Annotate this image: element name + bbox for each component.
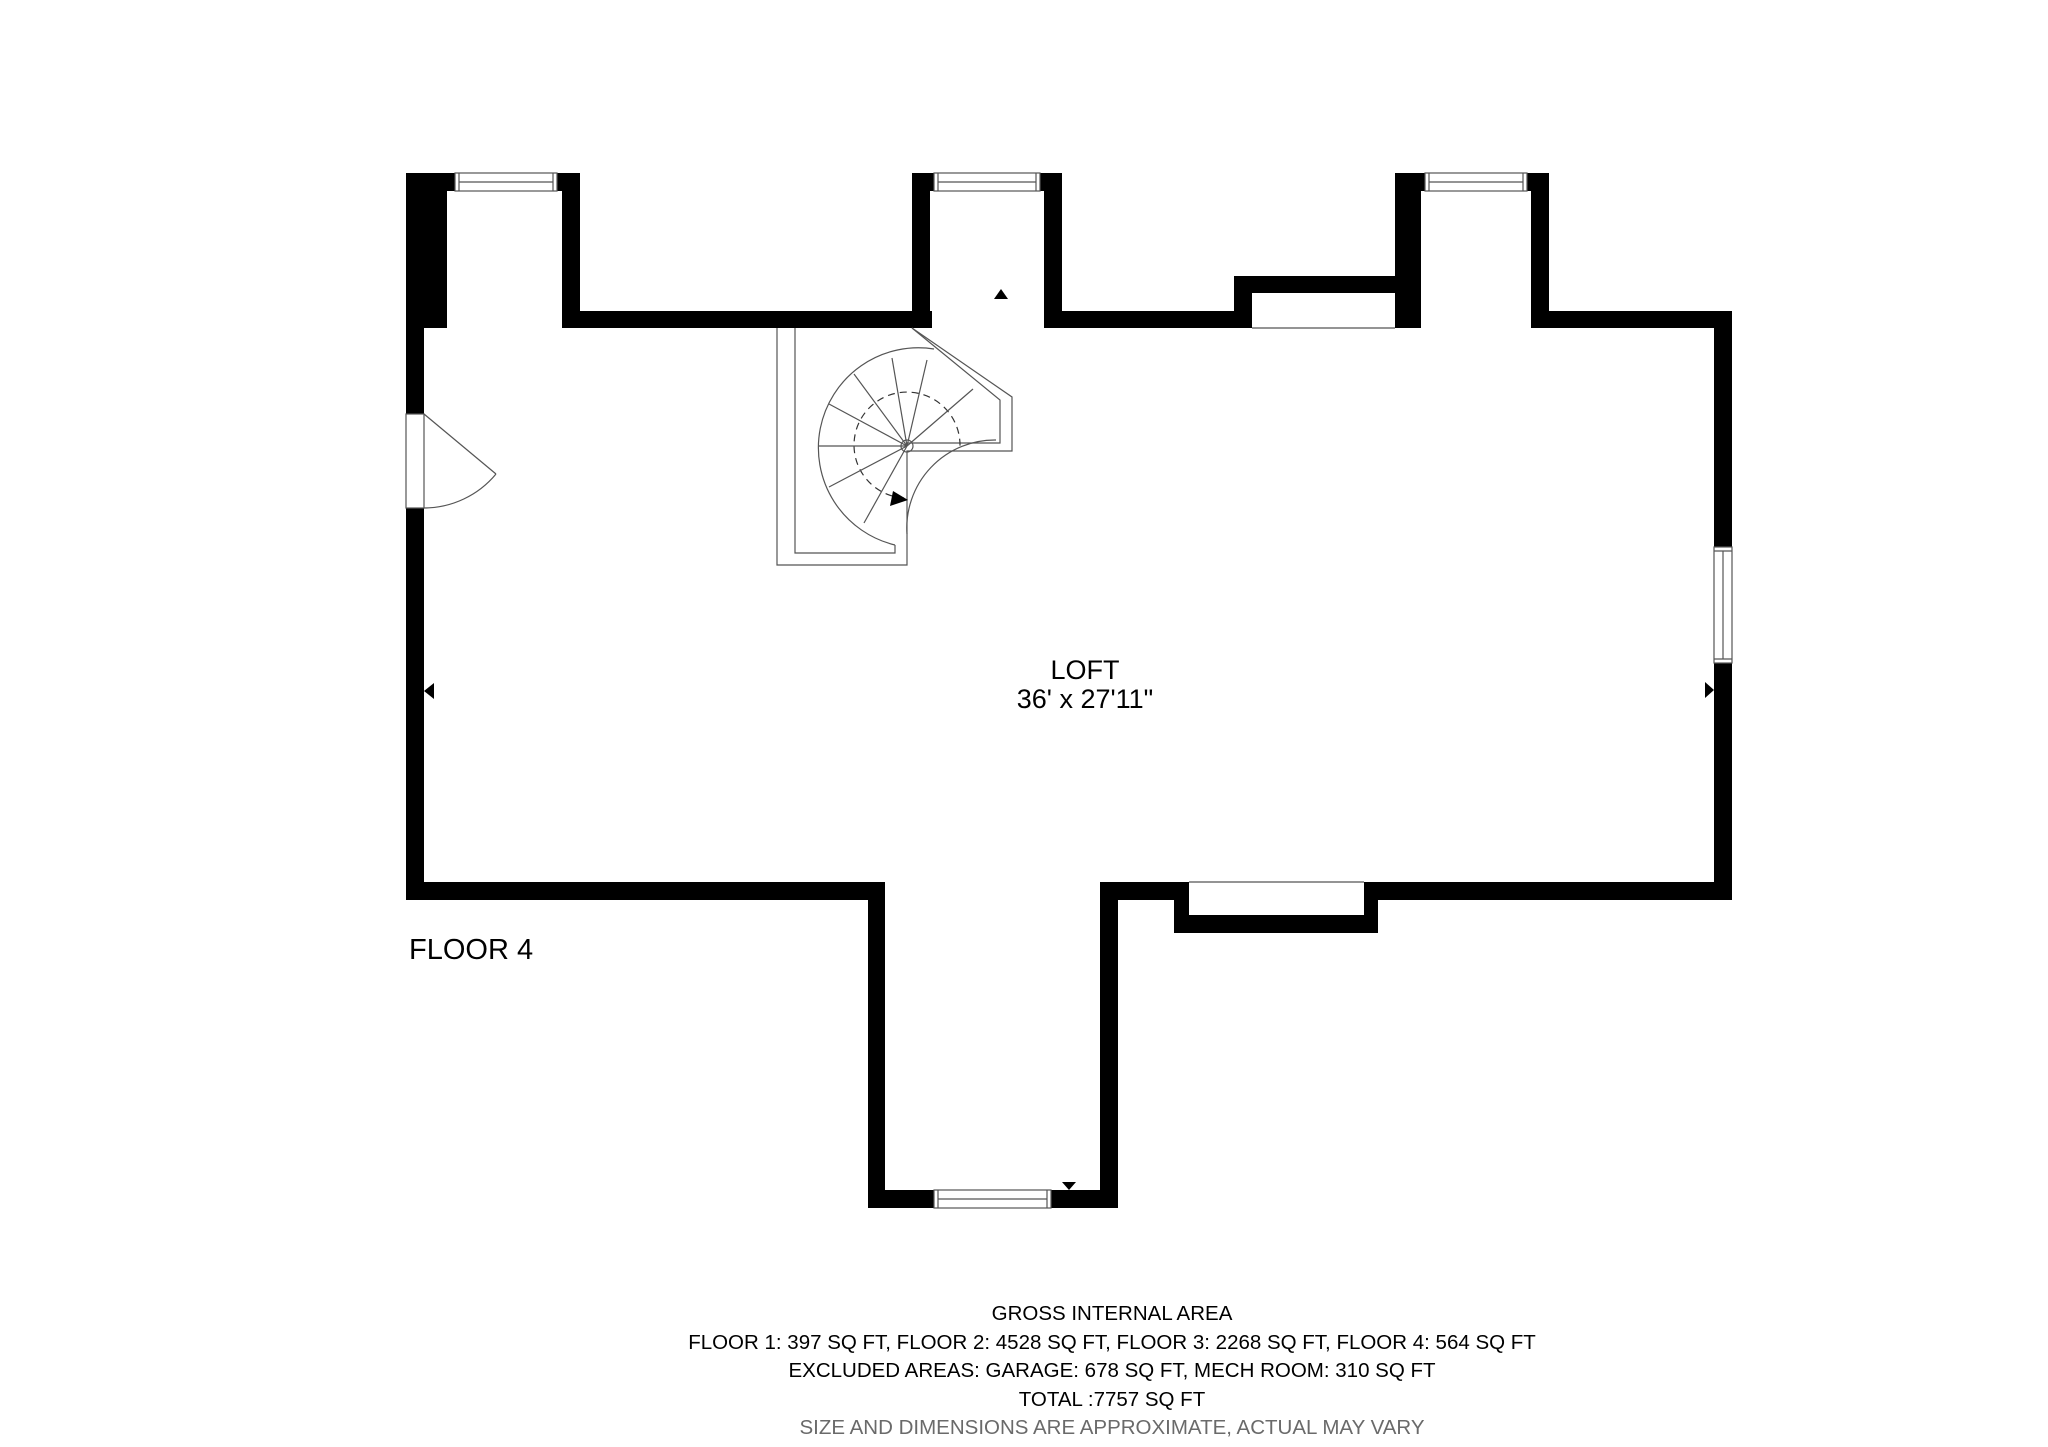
stair-direction-arrow (890, 491, 908, 506)
floor-areas: FLOOR 1: 397 SQ FT, FLOOR 2: 4528 SQ FT,… (688, 1330, 1536, 1354)
walls (406, 173, 1732, 1208)
door-left (405, 413, 497, 509)
area-heading: GROSS INTERNAL AREA (991, 1302, 1233, 1325)
floor-label: FLOOR 4 (409, 934, 534, 966)
window-top-right (1424, 172, 1528, 192)
marker-right-wall (1705, 682, 1714, 698)
window-right-wall (1713, 546, 1733, 664)
window-top-left (454, 172, 558, 192)
markers (424, 289, 1714, 1190)
spiral-staircase (776, 327, 1013, 566)
area-summary: GROSS INTERNAL AREA FLOOR 1: 397 SQ FT, … (512, 1300, 1712, 1443)
room-dimensions: 36' x 27'11" (1016, 684, 1154, 714)
marker-stem-bottom (1062, 1182, 1076, 1190)
disclaimer: SIZE AND DIMENSIONS ARE APPROXIMATE, ACT… (799, 1416, 1425, 1439)
room-name: LOFT (1050, 655, 1120, 685)
excluded-areas: EXCLUDED AREAS: GARAGE: 678 SQ FT, MECH … (788, 1359, 1436, 1382)
room-label-loft: LOFT 36' x 27'11" (885, 656, 1285, 714)
total-area: TOTAL :7757 SQ FT (1018, 1387, 1206, 1411)
window-top-middle (933, 172, 1041, 192)
marker-top-middle (994, 289, 1008, 299)
window-stem-bottom (933, 1189, 1052, 1209)
windows (454, 172, 1733, 1209)
marker-left-wall (424, 683, 434, 699)
